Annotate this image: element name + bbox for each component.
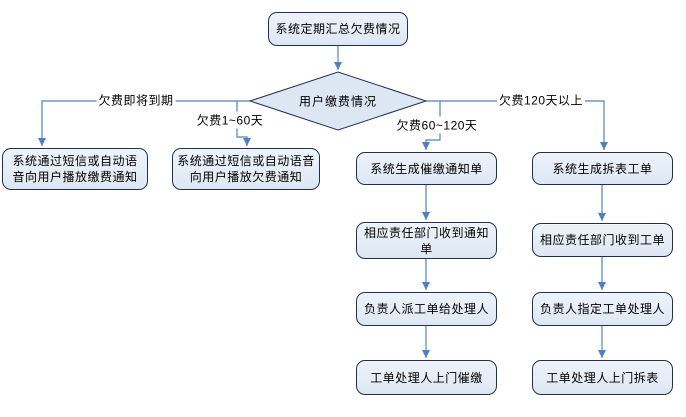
branch-label-days-60-120: 欠费60~120天 xyxy=(394,116,480,134)
edge-decision-to-sms-payment xyxy=(38,100,250,146)
decision-diamond xyxy=(248,71,428,131)
edge-decision-to-gen-removal xyxy=(426,100,608,150)
branch-label-due-soon: 欠费即将到期 xyxy=(96,91,176,109)
node-start: 系统定期汇总欠费情况 xyxy=(268,12,408,46)
node-sms-payment-notice: 系统通过短信或自动语音向用户播放缴费通知 xyxy=(2,148,148,190)
node-gen-collection-notice: 系统生成催缴通知单 xyxy=(356,152,497,185)
branch-label-days-120-plus: 欠费120天以上 xyxy=(496,91,586,109)
decision-label: 用户缴费情况 xyxy=(298,94,378,109)
node-dept-receive-notice: 相应责任部门收到通知单 xyxy=(356,222,497,259)
node-sms-arrears-notice: 系统通过短信或自动语音向用户播放欠费通知 xyxy=(172,148,320,190)
node-designate-handler: 负责人指定工单处理人 xyxy=(532,292,673,326)
branch-label-days-1-60: 欠费1~60天 xyxy=(194,111,266,129)
node-gen-removal-order: 系统生成拆表工单 xyxy=(532,152,673,185)
node-door-collection: 工单处理人上门催缴 xyxy=(356,360,497,395)
node-dept-receive-order: 相应责任部门收到工单 xyxy=(532,223,673,257)
node-assign-workorder: 负责人派工单给处理人 xyxy=(356,292,497,326)
node-door-removal: 工单处理人上门拆表 xyxy=(532,360,673,395)
